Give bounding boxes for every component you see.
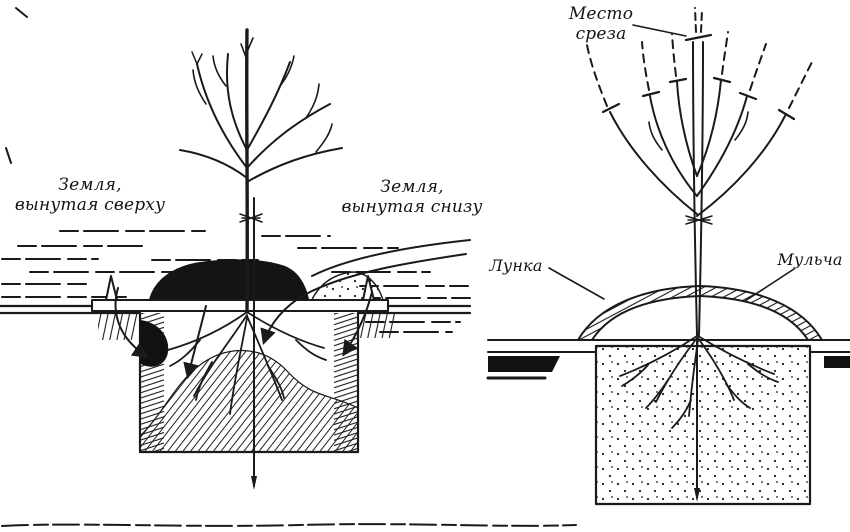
soil-block bbox=[594, 344, 812, 506]
label-soil-from-bottom-line2: вынутая снизу bbox=[341, 196, 483, 217]
roots-right bbox=[619, 335, 779, 429]
corner-marks bbox=[5, 7, 28, 164]
sapling-left bbox=[179, 28, 343, 490]
soil-flow-arrows bbox=[114, 239, 471, 380]
bottom-edge-scribble bbox=[1, 523, 577, 527]
label-leader-lines bbox=[548, 24, 795, 302]
label-soil-from-top-line2: вынутая сверху bbox=[14, 194, 166, 215]
sapling-right bbox=[585, 7, 815, 502]
right-diagram bbox=[486, 7, 850, 506]
label-soil-from-top-line1: Земля, bbox=[58, 175, 122, 195]
label-mulch: Мульча bbox=[777, 250, 843, 269]
label-soil-from-bottom: Земля, вынутая снизу bbox=[337, 177, 487, 217]
label-cut-place-line1: Место bbox=[568, 4, 634, 24]
left-diagram bbox=[0, 28, 472, 490]
planting-pit bbox=[98, 311, 396, 454]
label-cut-place-line2: среза bbox=[575, 23, 627, 44]
label-cut-place: Место среза bbox=[561, 4, 641, 44]
ground-right bbox=[486, 339, 850, 380]
roots-left bbox=[167, 311, 327, 415]
label-watering-hole: Лунка bbox=[489, 256, 543, 275]
label-soil-from-top: Земля, вынутая сверху bbox=[5, 175, 175, 215]
label-soil-from-bottom-line1: Земля, bbox=[380, 177, 444, 197]
